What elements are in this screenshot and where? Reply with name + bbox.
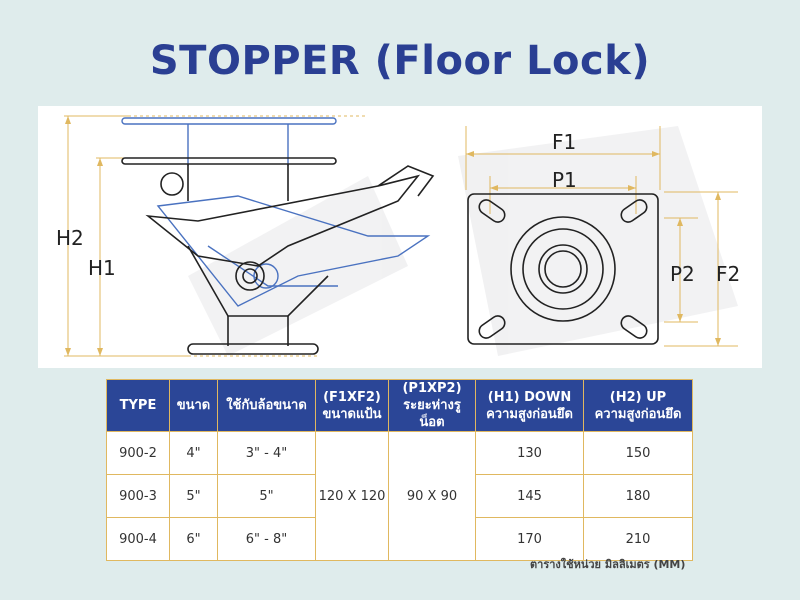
header-size: ขนาด <box>169 379 218 432</box>
table-header-row: TYPE ขนาด ใช้กับล้อขนาด (F1XF2)ขนาดแป้น … <box>106 379 693 432</box>
header-wheel-size: ใช้กับล้อขนาด <box>217 379 316 432</box>
cell-h2: 210 <box>583 517 693 561</box>
cell-h2: 180 <box>583 474 693 518</box>
cell-wheel: 5" <box>217 474 316 518</box>
header-hole-spacing: (P1XP2)ระยะห่างรูน็อต <box>388 379 476 432</box>
mounting-plate <box>467 193 659 345</box>
page-title: STOPPER (Floor Lock) <box>149 38 651 84</box>
stopper-down-outline <box>121 157 435 355</box>
stopper-drawing <box>64 115 738 357</box>
technical-drawing: H2 H1 F1 P1 P2 F2 <box>38 106 762 368</box>
table-row: 900-3 5" 5" 145 180 <box>106 474 693 518</box>
header-type: TYPE <box>106 379 170 432</box>
plate-dimension-lines <box>465 126 738 347</box>
dimension-label-p2: P2 <box>670 262 695 286</box>
table-row: 900-2 4" 3" - 4" 120 X 120 90 X 90 130 1… <box>106 431 693 561</box>
cell-h1: 130 <box>475 431 584 475</box>
cell-size: 4" <box>169 431 218 475</box>
dimension-label-h1: H1 <box>88 256 116 280</box>
cell-wheel: 6" - 8" <box>217 517 316 561</box>
spec-table: TYPE ขนาด ใช้กับล้อขนาด (F1XF2)ขนาดแป้น … <box>106 379 693 561</box>
cell-type: 900-4 <box>106 517 170 561</box>
stopper-up-outline <box>121 117 431 307</box>
cell-size: 6" <box>169 517 218 561</box>
height-arrowheads <box>65 116 103 356</box>
unit-note: ตารางใช้หน่วย มิลลิเมตร (MM) <box>530 558 686 571</box>
plate-arrowheads <box>466 151 721 346</box>
dimension-label-f2: F2 <box>716 262 741 286</box>
cell-plate-size: 120 X 120 <box>315 431 389 561</box>
cell-size: 5" <box>169 474 218 518</box>
header-plate-size: (F1XF2)ขนาดแป้น <box>315 379 389 432</box>
cell-h2: 150 <box>583 431 693 475</box>
cell-type: 900-3 <box>106 474 170 518</box>
table-row: 900-4 6" 6" - 8" 170 210 <box>106 517 693 561</box>
cell-type: 900-2 <box>106 431 170 475</box>
dimension-label-h2: H2 <box>56 226 84 250</box>
cell-wheel: 3" - 4" <box>217 431 316 475</box>
cell-h1: 145 <box>475 474 584 518</box>
watermark-logo <box>188 126 738 356</box>
dimension-label-f1: F1 <box>552 130 577 154</box>
dimension-label-p1: P1 <box>552 168 577 192</box>
cell-hole-spacing: 90 X 90 <box>388 431 476 561</box>
